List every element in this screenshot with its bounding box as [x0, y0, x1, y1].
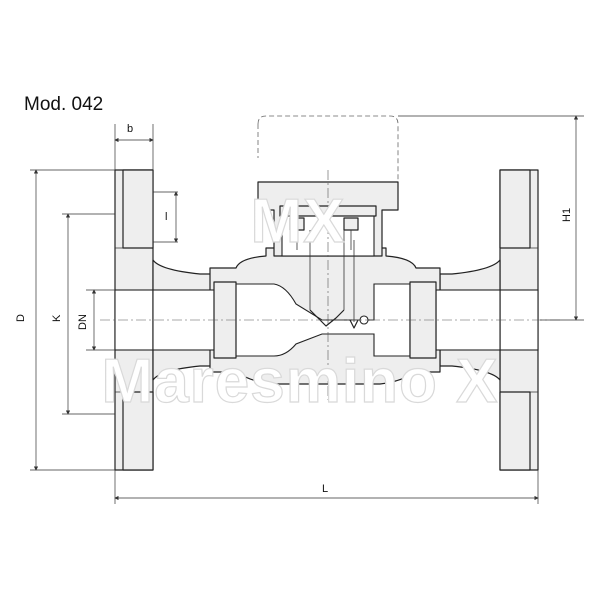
bonnet-hidden-outline	[257, 115, 399, 182]
dim-D-label: D	[15, 314, 27, 322]
dim-K: K	[51, 213, 115, 415]
dim-L-label: L	[322, 483, 328, 495]
dim-L: L	[114, 470, 539, 504]
watermark-logo: MX	[251, 187, 346, 256]
dim-DN: DN	[77, 289, 115, 351]
dim-l-label: l	[165, 211, 167, 223]
dim-H1: H1	[398, 115, 584, 321]
dim-b: b	[114, 123, 154, 170]
dim-D: D	[15, 169, 115, 471]
model-title: Mod. 042	[24, 94, 103, 115]
dim-K-label: K	[51, 314, 63, 322]
dim-l: l	[153, 191, 179, 243]
watermark: Maresmino X	[102, 347, 499, 416]
orifice	[309, 230, 369, 329]
dim-DN-label: DN	[77, 314, 89, 330]
dim-b-label: b	[127, 123, 133, 135]
dim-H1-label: H1	[561, 208, 573, 222]
